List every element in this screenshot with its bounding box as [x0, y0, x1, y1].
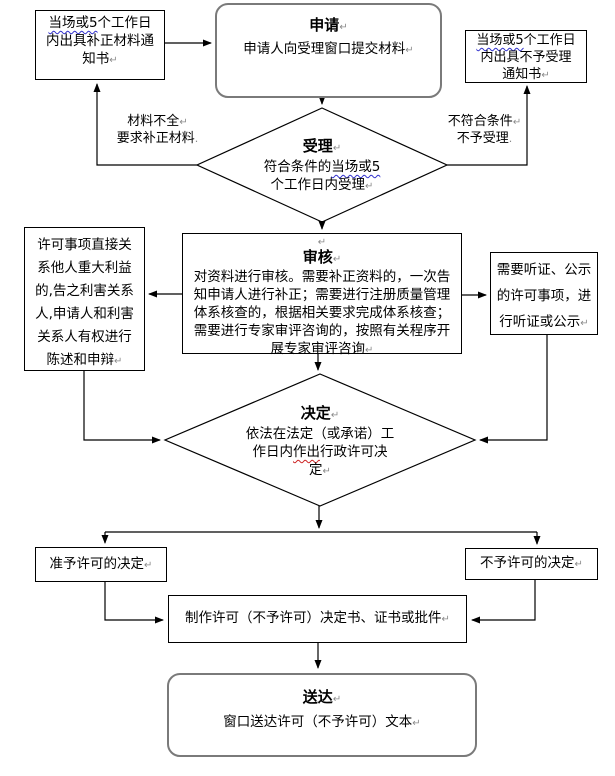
edge-acceptance-to-rejection — [447, 85, 531, 166]
return-mark: ↵ — [580, 318, 589, 329]
review-blank-line: ↵ — [183, 235, 461, 249]
delivery-title: 送达↵ — [302, 688, 342, 706]
label-incomplete-line2: 要求补正材料. — [116, 130, 199, 146]
decision-node: 决定↵ 依法在法定（或承诺）工 作日内作出行政许可决 定↵ — [220, 404, 420, 481]
return-mark: ↵ — [512, 117, 522, 128]
edge-stakeholder-to-decision — [83, 371, 161, 444]
acceptance-node: 受理↵ 符合条件的当场或5 个工作日内受理↵ — [222, 137, 422, 196]
decision-title: 决定↵ — [300, 404, 340, 422]
hearing-line: 行听证或公示↵ — [499, 314, 589, 330]
label-notmeeting-line2: 不予受理. — [456, 130, 513, 146]
review-node: ↵ 审核↵ 对资料进行审核。需要补正资料的，一次告 知申请人进行补正；需要进行注… — [182, 233, 462, 357]
review-body-line: 需要进行专家审评咨询的，按照有关程序开 — [193, 323, 451, 339]
return-mark: ↵ — [574, 559, 583, 570]
review-title: 审核↵ — [302, 248, 342, 266]
rejection-notice-node: 当场或5个工作日 内出具不予受理 通知书↵ — [465, 30, 587, 83]
return-mark: ↵ — [109, 55, 118, 66]
produce-documents-label: 制作许可（不予许可）决定书、证书或批件↵ — [185, 610, 450, 626]
label-notmeeting-line1: 不符合条件↵ — [447, 114, 522, 129]
edge-hearing-to-decision — [479, 335, 548, 444]
return-mark: ↵ — [322, 466, 331, 477]
hearing-line: 的许可事项，进 — [496, 288, 592, 304]
stakeholder-line: 关系人有权进行 — [37, 329, 132, 345]
stakeholder-line: 的,告之利害关系 — [35, 283, 134, 299]
correction-notice-line2: 内出具补正材料通 — [46, 33, 154, 49]
application-title: 申请↵ — [309, 16, 348, 34]
grant-decision-label: 准予许可的决定↵ — [49, 555, 153, 572]
correction-notice-line3: 知书↵ — [82, 51, 118, 67]
review-body-line: 知申请人进行补正；需要进行注册质量管理 — [193, 287, 451, 303]
return-mark: ↵ — [412, 718, 421, 729]
edge-deny-to-produce — [471, 580, 536, 624]
return-mark: ↵ — [332, 694, 342, 705]
delivery-body: 窗口送达许可（不予许可）文本↵ — [223, 714, 421, 730]
return-mark: ↵ — [441, 614, 450, 625]
correction-notice-node: 当场或5个工作日 内出具补正材料通 知书↵ — [35, 10, 165, 80]
rejection-notice-line2: 内出具不予受理 — [480, 50, 572, 65]
review-body-line: 展专家审评咨询↵ — [270, 341, 374, 357]
stakeholder-line: 陈述和申辩↵ — [46, 352, 123, 368]
return-mark: ↵ — [365, 345, 374, 356]
label-incomplete-line1: 材料不全↵ — [127, 114, 188, 129]
return-mark: ↵ — [541, 70, 550, 81]
stakeholder-line: 系他人重大利益 — [37, 260, 132, 276]
stakeholder-line: 人,申请人和利害 — [35, 306, 134, 322]
rejection-notice-line1: 当场或5个工作日 — [476, 33, 576, 48]
produce-documents-node: 制作许可（不予许可）决定书、证书或批件↵ — [168, 595, 467, 643]
return-mark: ↵ — [144, 559, 153, 571]
delivery-node: 送达↵ 窗口送达许可（不予许可）文本↵ — [167, 673, 477, 757]
grant-decision-node: 准予许可的决定↵ — [35, 547, 167, 582]
review-body-line: 对资料进行审核。需要补正资料的，一次告 — [193, 269, 451, 285]
review-body-line: 体系核查的，根据相关要求完成体系核查； — [193, 305, 451, 321]
decision-line1: 依法在法定（或承诺）工 — [245, 426, 395, 442]
return-mark: ↵ — [332, 143, 342, 154]
return-mark: ↵ — [114, 356, 123, 367]
acceptance-line2: 个工作日内受理↵ — [270, 177, 374, 193]
edge-acceptance-to-correction — [93, 83, 197, 166]
return-mark: ↵ — [339, 22, 348, 33]
decision-line2: 作日内作出行政许可决 — [252, 444, 388, 460]
hearing-publicity-node: 需要听证、公示 的许可事项，进 行听证或公示↵ — [490, 252, 598, 335]
deny-decision-node: 不予许可的决定↵ — [465, 548, 598, 580]
return-mark: ↵ — [317, 237, 327, 248]
rejection-notice-line3: 通知书↵ — [502, 67, 550, 82]
decision-line3: 定↵ — [309, 462, 331, 478]
decision-diamond — [163, 373, 477, 507]
return-mark: ↵ — [332, 254, 342, 265]
return-mark: ↵ — [405, 45, 414, 56]
edge-grant-to-produce — [104, 582, 164, 624]
hearing-line: 需要听证、公示 — [496, 262, 592, 278]
acceptance-line1: 符合条件的当场或5 — [263, 159, 381, 175]
paragraph-dot-mark: . — [508, 131, 513, 145]
deny-decision-label: 不予许可的决定↵ — [480, 555, 583, 571]
application-node: 申请↵ 申请人向受理窗口提交材料↵ — [215, 3, 442, 98]
return-mark: ↵ — [179, 117, 188, 128]
paragraph-dot-mark: . — [194, 131, 199, 145]
label-incomplete-materials: 材料不全↵ 要求补正材料. — [100, 114, 215, 146]
return-mark: ↵ — [365, 181, 374, 192]
label-not-meeting-conditions: 不符合条件↵ 不予受理. — [432, 114, 537, 146]
stakeholder-rights-node: 许可事项直接关 系他人重大利益 的,告之利害关系 人,申请人和利害 关系人有权进… — [24, 227, 145, 371]
correction-notice-line1: 当场或5个工作日 — [48, 15, 152, 31]
return-mark: ↵ — [330, 410, 340, 421]
acceptance-title: 受理↵ — [302, 137, 342, 155]
stakeholder-line: 许可事项直接关 — [37, 237, 132, 253]
application-body: 申请人向受理窗口提交材料↵ — [243, 41, 414, 57]
